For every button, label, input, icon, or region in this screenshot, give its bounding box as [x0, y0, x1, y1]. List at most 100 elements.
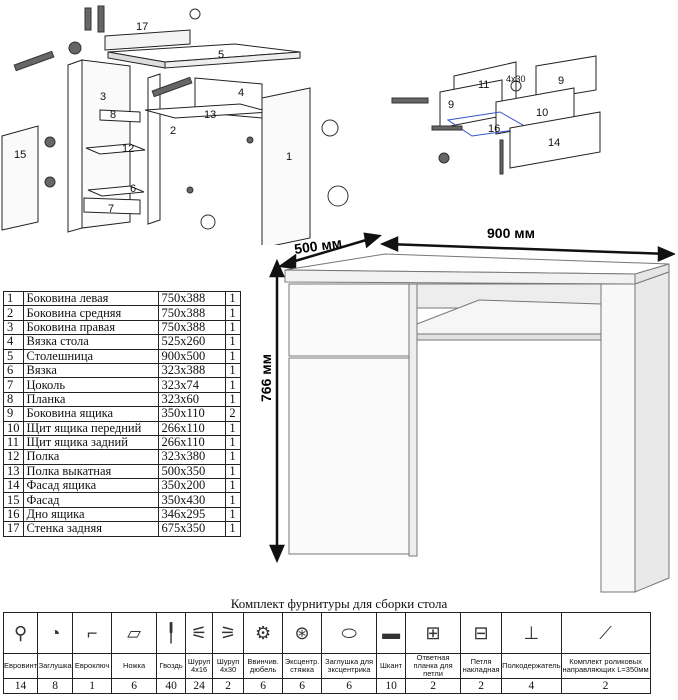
hardware-label: Полкодержатель — [501, 653, 562, 679]
hardware-label: Комплект роликовых направляющих L=350мм — [560, 653, 651, 679]
parts-cell-n: 4 — [3, 334, 24, 350]
parts-cell-qty: 1 — [224, 492, 241, 508]
hardware-label: Ответная планка для петли — [405, 653, 462, 679]
parts-cell-name: Боковина правая — [22, 319, 159, 336]
wood-dowel-icon: ▬ — [382, 622, 401, 643]
parts-cell-qty: 1 — [224, 434, 241, 451]
callout: 17 — [136, 21, 148, 33]
parts-cell-size: 750x388 — [157, 290, 226, 307]
part-3-side — [67, 59, 83, 233]
parts-cell-size: 675x350 — [157, 521, 226, 537]
screw-long-icon: ⚞ — [220, 622, 237, 643]
parts-cell-name: Щит ящика передний — [22, 420, 159, 436]
hardware-icon-cell: ⌐ — [72, 612, 113, 654]
callout: 1 — [286, 151, 292, 163]
callout: 11 — [478, 79, 489, 91]
hardware-qty: 2 — [460, 678, 503, 694]
hardware-qty: 24 — [185, 678, 214, 694]
callout: 9 — [558, 75, 564, 87]
hardware-qty: 6 — [321, 678, 378, 694]
parts-cell-name: Вязка — [22, 362, 159, 379]
parts-cell-n: 14 — [3, 478, 24, 494]
parts-cell-n: 13 — [3, 463, 24, 480]
part-15-facade — [1, 125, 39, 231]
hardware-label: Петля накладная — [460, 653, 503, 679]
parts-cell-size: 500x350 — [157, 463, 226, 480]
callout: 7 — [108, 203, 114, 215]
parts-cell-n: 9 — [3, 406, 24, 422]
part-9-side — [535, 55, 597, 101]
hardware-icon-cell: ◔ — [37, 612, 74, 654]
parts-cell-name: Стенка задняя — [22, 521, 159, 537]
cam-cap-icon: ⬭ — [341, 622, 357, 643]
part-8-bar — [99, 109, 141, 123]
hardware-icon-cell: ▱ — [111, 612, 158, 654]
hardware-icon-cell: ⚞ — [212, 612, 245, 654]
hardware-qty: 6 — [243, 678, 284, 694]
parts-cell-size: 266x110 — [157, 434, 226, 451]
parts-cell-size: 350x200 — [157, 478, 226, 494]
hardware-icon-cell: ⊥ — [501, 612, 562, 654]
parts-cell-n: 12 — [3, 449, 24, 465]
parts-cell-n: 5 — [3, 348, 24, 364]
screw-short-icon: ⚟ — [191, 622, 208, 643]
hardware-label: Эксцентр. стяжка — [282, 653, 323, 679]
desk-door-front — [288, 357, 410, 555]
screw-icon: ⚲ — [13, 622, 28, 643]
hardware-label: Шкант — [376, 653, 407, 679]
parts-cell-size: 750x388 — [157, 319, 226, 336]
hardware-icon-cell: ⊛ — [282, 612, 323, 654]
callout: 4x30 — [506, 74, 526, 84]
callout: 4 — [238, 87, 244, 99]
desk-drawer-front — [288, 283, 410, 357]
parts-cell-qty: 1 — [224, 290, 241, 307]
parts-cell-n: 1 — [3, 290, 24, 307]
callout: 5 — [218, 49, 224, 61]
drawer-assembly-diagram: 11 9 9 10 16 14 4x30 — [391, 55, 601, 175]
parts-cell-name: Боковина левая — [22, 290, 159, 307]
parts-cell-n: 7 — [3, 377, 24, 393]
parts-cell-n: 6 — [3, 362, 24, 379]
part-14-front — [509, 111, 601, 169]
cam-lock-icon: ⊛ — [294, 622, 310, 643]
hinge-icon: ⊟ — [473, 622, 489, 643]
parts-cell-n: 2 — [3, 305, 24, 321]
parts-cell-size: 323x388 — [157, 362, 226, 379]
parts-cell-qty: 1 — [224, 449, 241, 465]
hardware-qty: 8 — [37, 678, 74, 694]
callout: 3 — [100, 91, 106, 103]
parts-cell-qty: 1 — [224, 391, 241, 408]
parts-cell-size: 350x430 — [157, 492, 226, 508]
parts-cell-qty: 1 — [224, 348, 241, 364]
parts-cell-n: 16 — [3, 506, 24, 523]
parts-cell-qty: 1 — [224, 334, 241, 350]
hardware-qty: 4 — [501, 678, 562, 694]
hardware-icon-cell: ⬭ — [321, 612, 378, 654]
height-dimension: 766 мм — [258, 354, 274, 402]
parts-cell-qty: 1 — [224, 305, 241, 321]
callout: 10 — [536, 107, 548, 119]
hardware-label: Евроключ — [72, 653, 113, 679]
parts-cell-qty: 1 — [224, 521, 241, 537]
parts-cell-size: 323x380 — [157, 449, 226, 465]
hardware-icon-cell: ⊟ — [460, 612, 503, 654]
shelf-pin-icon: ⊥ — [523, 622, 540, 643]
parts-cell-size: 323x60 — [157, 391, 226, 408]
desk-right-side — [600, 283, 636, 593]
hardware-label: Заглушка для эксцентрика — [321, 653, 378, 679]
parts-cell-size: 525x260 — [157, 334, 226, 350]
parts-cell-n: 15 — [3, 492, 24, 508]
callout: 9 — [448, 99, 454, 111]
hardware-qty: 14 — [2, 678, 39, 694]
parts-cell-name: Планка — [22, 391, 159, 408]
hinge-plate-icon: ⊞ — [425, 622, 441, 643]
